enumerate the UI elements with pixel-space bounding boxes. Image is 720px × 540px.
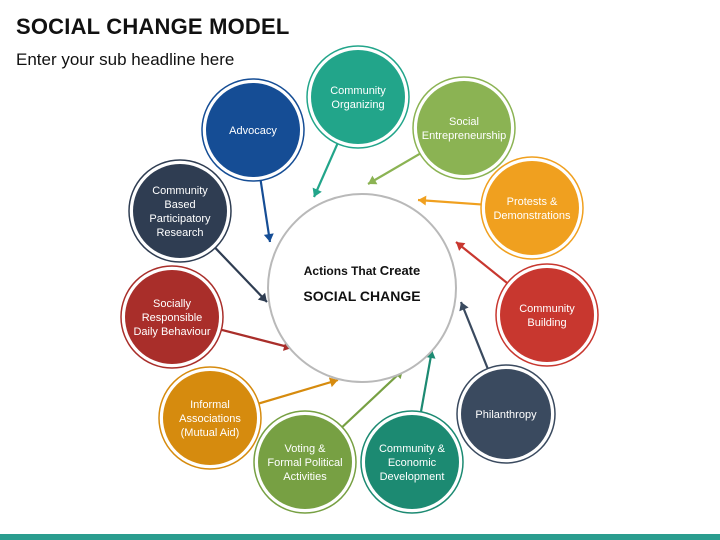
- community-economic-development-connector: [418, 349, 434, 419]
- informal-associations-arrowhead: [328, 377, 338, 388]
- socially-responsible-daily-behaviour-connector: [214, 326, 293, 350]
- community-building-label-line: Community: [519, 303, 575, 315]
- page-subtitle: Enter your sub headline here: [16, 50, 235, 69]
- social-entrepreneurship-arrowhead: [368, 175, 378, 185]
- advocacy-connector: [258, 173, 272, 243]
- community-economic-development-label-line: Development: [380, 471, 445, 483]
- advocacy-circle: [206, 83, 300, 177]
- community-based-participatory-research-arrowhead: [257, 292, 267, 302]
- community-economic-development-label-line: Community &: [379, 443, 446, 455]
- protests-demonstrations-label-line: Demonstrations: [493, 210, 571, 222]
- philanthropy-circle: [461, 369, 551, 459]
- voting-formal-political-activities-circle: [258, 415, 352, 509]
- community-organizing-arrowhead: [312, 187, 322, 197]
- voting-formal-political-activities-label-line: Formal Political: [267, 457, 342, 469]
- informal-associations-label-line: Informal: [190, 399, 230, 411]
- socially-responsible-daily-behaviour-label-line: Socially: [153, 298, 191, 310]
- informal-associations-label-line: Associations: [179, 413, 241, 425]
- protests-demonstrations-arrowhead: [418, 195, 427, 206]
- community-based-participatory-research-label-line: Community: [152, 185, 208, 197]
- community-based-participatory-research-connector: [209, 242, 268, 303]
- socially-responsible-daily-behaviour-label-line: Responsible: [142, 312, 203, 324]
- community-organizing-connector: [312, 136, 342, 198]
- node-philanthropy: Philanthropy: [456, 364, 556, 464]
- community-organizing-circle: [311, 50, 405, 144]
- community-based-participatory-research-label-line: Participatory: [149, 213, 211, 225]
- node-advocacy: Advocacy: [201, 78, 305, 182]
- community-based-participatory-research-circle: [133, 164, 227, 258]
- center-title: Actions That Create: [304, 263, 420, 278]
- informal-associations-label-line: (Mutual Aid): [181, 427, 240, 439]
- social-entrepreneurship-label-line: Entrepreneurship: [422, 130, 506, 142]
- community-building-connector: [455, 241, 514, 289]
- footer-bar: [0, 534, 720, 540]
- community-economic-development-arrowhead: [425, 350, 436, 359]
- philanthropy-connector: [459, 301, 492, 376]
- community-based-participatory-research-label-line: Research: [156, 227, 203, 239]
- informal-associations-connector: [251, 378, 339, 407]
- community-economic-development-circle: [365, 415, 459, 509]
- community-building-circle: [500, 268, 594, 362]
- protests-demonstrations-connector: [417, 198, 489, 207]
- socially-responsible-daily-behaviour-circle: [125, 270, 219, 364]
- protests-demonstrations-label-line: Protests &: [507, 196, 558, 208]
- community-based-participatory-research-label-line: Based: [164, 199, 195, 211]
- page-title: SOCIAL CHANGE MODEL: [16, 14, 290, 39]
- center-title-prefix: Actions That: [304, 264, 380, 278]
- community-economic-development-label-line: Economic: [388, 457, 437, 469]
- voting-formal-political-activities-label-line: Voting &: [285, 443, 327, 455]
- community-organizing-label-line: Community: [330, 85, 386, 97]
- community-organizing-label-line: Organizing: [331, 99, 384, 111]
- center-title-emphasis: Create: [380, 263, 420, 278]
- informal-associations-circle: [163, 371, 257, 465]
- voting-formal-political-activities-connector: [336, 369, 404, 433]
- socially-responsible-daily-behaviour-label-line: Daily Behaviour: [133, 326, 210, 338]
- philanthropy-label-line: Philanthropy: [475, 409, 537, 421]
- voting-formal-political-activities-label-line: Activities: [283, 471, 327, 483]
- philanthropy-arrowhead: [459, 302, 469, 312]
- nodes-layer: CommunityOrganizingSocialEntrepreneurshi…: [120, 45, 599, 514]
- protests-demonstrations-circle: [485, 161, 579, 255]
- community-building-label-line: Building: [527, 317, 566, 329]
- node-protests-demonstrations: Protests & Demonstrations: [480, 156, 584, 260]
- social-entrepreneurship-connector: [367, 149, 427, 185]
- advocacy-arrowhead: [263, 233, 274, 242]
- center-circle: [267, 193, 457, 383]
- center-subtitle: SOCIAL CHANGE: [303, 288, 420, 304]
- community-building-arrowhead: [456, 242, 466, 251]
- social-entrepreneurship-circle: [417, 81, 511, 175]
- advocacy-label-line: Advocacy: [229, 125, 277, 137]
- social-entrepreneurship-label-line: Social: [449, 116, 479, 128]
